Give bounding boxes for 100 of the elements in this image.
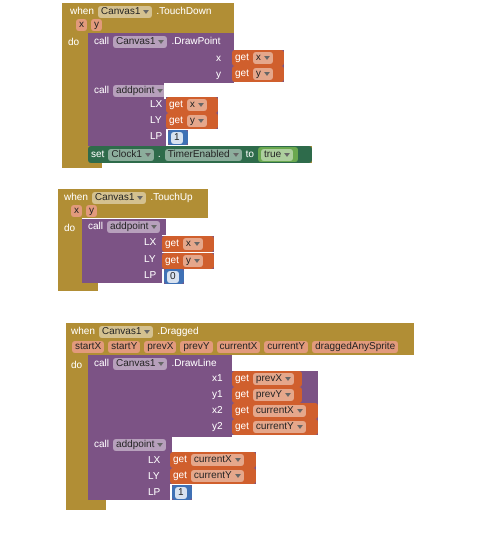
block-label: LY — [144, 254, 156, 266]
block-label: get — [235, 421, 249, 433]
block-label: LX — [148, 455, 160, 467]
dropdown: x — [252, 52, 273, 64]
dropdown: currentX — [190, 454, 244, 466]
block-label: . — [158, 148, 161, 160]
dropdown: Canvas1 — [98, 6, 152, 18]
dropdown: Canvas1 — [92, 192, 146, 204]
parameter-chip: x — [71, 205, 82, 217]
block-label: x2 — [212, 405, 223, 417]
dropdown: currentX — [252, 405, 306, 417]
block-label: get — [235, 52, 249, 64]
number-block — [168, 130, 188, 145]
dropdown: Clock1 — [108, 148, 154, 160]
parameter-chip: x — [76, 19, 87, 31]
number-field: 0 — [167, 270, 179, 282]
block-label: .DrawLine — [171, 358, 217, 370]
dropdown: true — [260, 148, 294, 160]
block-label: LP — [144, 270, 156, 282]
getter-block — [232, 371, 302, 387]
block-label: get — [165, 255, 179, 267]
number-block — [164, 269, 184, 284]
getter-block — [166, 113, 218, 129]
getter-block — [232, 387, 302, 403]
setter-block — [88, 146, 312, 163]
block-label: LP — [150, 131, 162, 143]
block-label: .TouchUp — [150, 192, 193, 204]
getter-block — [232, 66, 284, 82]
block-label: call — [94, 85, 110, 97]
block-label: when — [70, 6, 94, 18]
dropdown: x — [186, 99, 207, 111]
block-label: y1 — [212, 389, 223, 401]
block-label: when — [64, 192, 88, 204]
block-label: call — [94, 36, 110, 48]
parameter-chip: y — [86, 205, 97, 217]
block-label: get — [235, 405, 249, 417]
parameter-chip: prevY — [180, 341, 212, 353]
procedure-call-block — [88, 355, 318, 437]
block-label: .DrawPoint — [171, 36, 220, 48]
block-label: y2 — [212, 421, 223, 433]
block-label: get — [165, 238, 179, 250]
block-label: get — [235, 373, 249, 385]
block-label: x1 — [212, 373, 223, 385]
block-label: call — [94, 439, 110, 451]
block-label: set — [91, 148, 104, 160]
dropdown: prevX — [252, 373, 294, 385]
block-label: LX — [144, 237, 156, 249]
block-label: get — [235, 389, 249, 401]
block-label: y — [216, 69, 221, 81]
getter-block — [166, 97, 218, 113]
getter-block — [232, 403, 318, 419]
dropdown: addpoint — [107, 221, 160, 233]
block-label: LX — [150, 99, 162, 111]
parameter-chip: currentY — [264, 341, 308, 353]
dropdown: x — [182, 238, 203, 250]
dropdown: prevY — [252, 389, 294, 401]
dropdown: addpoint — [113, 439, 166, 451]
number-field: 1 — [175, 486, 187, 498]
block-label: call — [88, 221, 104, 233]
dropdown: addpoint — [113, 85, 166, 97]
getter-block — [162, 253, 214, 269]
block-label: get — [173, 470, 187, 482]
block-label: LY — [150, 115, 162, 127]
block-label: get — [169, 99, 183, 111]
getter-block — [170, 468, 256, 484]
getter-block — [232, 50, 284, 66]
getter-block — [162, 236, 214, 252]
block-label: .Dragged — [157, 326, 199, 338]
parameter-chip: startY — [108, 341, 140, 353]
dropdown: currentY — [252, 421, 306, 433]
dropdown: Canvas1 — [113, 36, 168, 48]
parameter-chip: draggedAnySprite — [312, 341, 398, 353]
procedure-call-block — [82, 219, 216, 283]
dropdown: Canvas1 — [113, 358, 168, 370]
block-label: do — [68, 37, 80, 49]
block-label: do — [71, 360, 82, 372]
block-label: call — [94, 358, 110, 370]
getter-block — [170, 452, 256, 468]
procedure-call-block — [88, 33, 284, 83]
block-label: to — [246, 148, 254, 160]
event-handler-block — [66, 323, 416, 511]
parameter-chip: y — [91, 19, 102, 31]
block-label: when — [71, 326, 95, 338]
dropdown: TimerEnabled — [164, 148, 242, 160]
block-label: x — [216, 53, 221, 65]
parameter-chip: prevX — [144, 341, 176, 353]
block-label: LP — [148, 487, 160, 499]
block-label: LY — [148, 471, 160, 483]
block-label: get — [235, 68, 249, 80]
event-handler-block — [62, 3, 314, 169]
dropdown: y — [186, 115, 207, 127]
dropdown: currentY — [190, 470, 244, 482]
dropdown: y — [252, 68, 273, 80]
parameter-chip: currentX — [216, 341, 260, 353]
block-label: .TouchDown — [156, 6, 212, 18]
block-label: get — [169, 115, 183, 127]
dropdown: y — [182, 255, 203, 267]
getter-block — [232, 419, 318, 435]
number-field: 1 — [171, 132, 183, 144]
number-block — [172, 485, 192, 500]
